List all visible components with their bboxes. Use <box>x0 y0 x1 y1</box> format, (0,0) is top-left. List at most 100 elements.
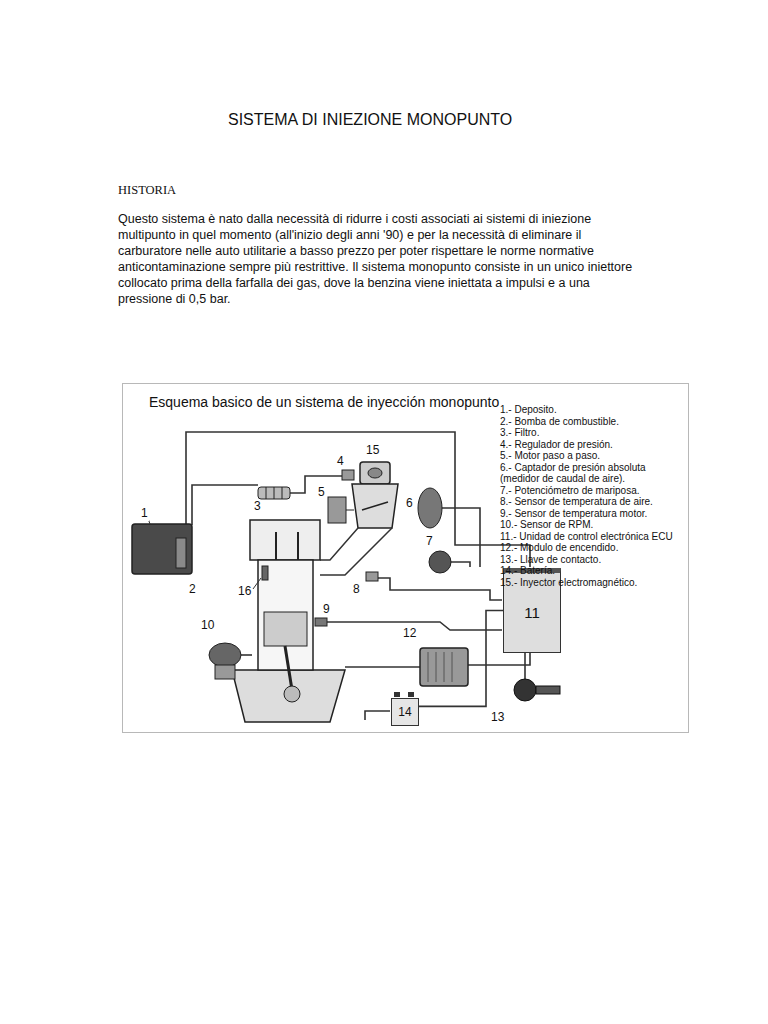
fuel-tank <box>132 524 192 574</box>
engine-block <box>284 686 300 702</box>
callout-number: 13 <box>490 711 505 725</box>
parts-list-item: 5.- Motor paso a paso. <box>500 450 682 462</box>
parts-list-item: 4.- Regulador de presión. <box>500 439 682 451</box>
fuel-tank <box>132 513 192 574</box>
rpm-sensor <box>215 665 235 679</box>
throttle-potentiometer <box>429 551 451 573</box>
fuel-and-signal-lines <box>192 485 258 525</box>
parts-list-item: 7.- Potenciómetro de mariposa. <box>500 485 682 497</box>
parts-list-item: 10.- Sensor de RPM. <box>500 519 682 531</box>
injector-unit <box>360 462 390 484</box>
figure-frame: Esquema basico de un sistema de inyecció… <box>122 383 689 733</box>
parts-list-item: 11.- Unidad de control electrónica ECU <box>500 531 682 543</box>
intake-manifold <box>320 528 392 575</box>
fuel-and-signal-lines <box>241 654 252 656</box>
callout-number: 12 <box>402 627 417 641</box>
wire-connector <box>419 611 503 707</box>
battery-terminals <box>394 692 414 697</box>
engine-block <box>275 532 277 560</box>
spark-plug <box>262 566 268 580</box>
stepper-motor <box>346 510 354 511</box>
pressure-regulator <box>342 470 354 480</box>
ignition-module <box>444 652 445 682</box>
rpm-sensor <box>209 643 241 679</box>
injector-unit <box>352 462 398 528</box>
engine-block <box>232 670 345 722</box>
stepper-motor <box>328 497 354 523</box>
fuel-and-signal-lines <box>365 711 390 720</box>
parts-list-item: 13.- Llave de contacto. <box>500 554 682 566</box>
callout-number: 6 <box>405 497 414 511</box>
fuel-filter <box>258 487 290 499</box>
fuel-and-signal-lines <box>451 562 470 567</box>
fuel-filter <box>266 487 267 499</box>
fuel-and-signal-lines <box>290 476 342 493</box>
injector-unit <box>352 484 398 528</box>
parts-list: 1.- Deposito.2.- Bomba de combustible.3.… <box>500 404 682 588</box>
callout-number: 15 <box>365 444 380 458</box>
ignition-module <box>452 652 453 682</box>
parts-list-item: 15.- Inyector electromagnético. <box>500 577 682 589</box>
ignition-module <box>420 648 468 686</box>
engine-block <box>285 646 292 690</box>
parts-list-item: 8.- Sensor de temperatura de aire. <box>500 496 682 508</box>
parts-list-item: 14.- Batería. <box>500 565 682 577</box>
fuel-and-signal-lines <box>524 652 526 679</box>
pressure-regulator <box>342 470 354 480</box>
pressure-sensor <box>418 488 442 528</box>
fuel-and-signal-lines <box>345 666 420 668</box>
coolant-sensor <box>315 618 327 626</box>
callout-number: 7 <box>425 535 434 549</box>
page-title: SISTEMA DI INIEZIONE MONOPUNTO <box>228 111 512 129</box>
fuel-filter <box>258 487 290 499</box>
engine-block <box>232 520 345 722</box>
ignition-key <box>514 679 560 701</box>
spark-plug <box>253 566 268 589</box>
callout-number: 10 <box>200 619 215 633</box>
fuel-and-signal-lines <box>186 432 530 567</box>
parts-list-item: 9.- Sensor de temperatura motor. <box>500 508 682 520</box>
callout-number: 9 <box>322 603 331 617</box>
body-paragraph: Questo sistema è nato dalla necessità di… <box>118 211 643 307</box>
callout-number: 5 <box>317 486 326 500</box>
coolant-sensor <box>315 618 327 626</box>
fuel-and-signal-lines <box>468 652 530 665</box>
rpm-sensor <box>209 643 241 667</box>
fuel-tank <box>176 538 186 568</box>
figure-title: Esquema basico de un sistema de inyecció… <box>149 394 499 410</box>
callout-number: 2 <box>188 583 197 597</box>
fuel-and-signal-lines <box>378 578 502 600</box>
injector-unit <box>362 502 388 510</box>
battery-box: 14 <box>391 698 419 726</box>
engine-block <box>297 532 299 560</box>
air-temp-sensor <box>366 572 378 581</box>
callout-number: 16 <box>237 585 252 599</box>
stepper-motor <box>328 497 346 523</box>
parts-list-item: 2.- Bomba de combustible. <box>500 416 682 428</box>
throttle-potentiometer <box>429 551 451 573</box>
parts-list-item: 1.- Deposito. <box>500 404 682 416</box>
intake-manifold <box>320 528 392 575</box>
callout-number: 3 <box>253 500 262 514</box>
fuel-filter <box>282 487 283 499</box>
spark-plug <box>253 578 261 589</box>
fuel-filter <box>274 487 275 499</box>
engine-block <box>250 520 320 560</box>
battery-terminals <box>394 692 400 697</box>
pressure-sensor <box>418 488 442 528</box>
parts-list-item: 6.- Captador de presión absoluta (medido… <box>500 462 682 485</box>
ignition-module <box>428 652 429 682</box>
callout-number: 8 <box>352 583 361 597</box>
callout-number: 11 <box>524 604 540 621</box>
air-temp-sensor <box>366 572 378 581</box>
injector-unit <box>368 468 382 478</box>
callout-number: 14 <box>398 705 411 719</box>
section-heading: HISTORIA <box>118 183 176 197</box>
ignition-key <box>514 679 536 701</box>
ignition-key <box>536 686 560 694</box>
parts-list-item: 12.- Modulo de encendido. <box>500 542 682 554</box>
battery-terminals <box>408 692 414 697</box>
callout-number: 4 <box>336 455 345 469</box>
